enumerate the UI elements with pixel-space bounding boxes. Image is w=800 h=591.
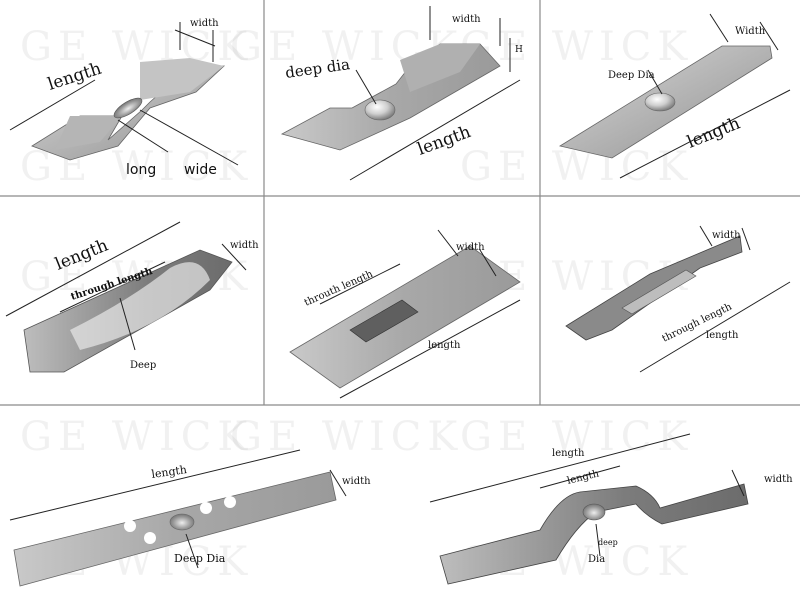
watermark-text: GE WICK xyxy=(460,414,693,460)
dimension-line xyxy=(119,297,136,351)
dimension-line xyxy=(221,243,247,271)
width-label: width xyxy=(712,230,741,241)
wick-strip xyxy=(439,483,749,585)
dimension-line xyxy=(595,523,601,557)
dome xyxy=(364,99,396,121)
width-label: width xyxy=(230,240,259,251)
deep-dia-label: Deep Dia xyxy=(608,70,655,81)
dimension-line xyxy=(355,69,377,105)
dimension-line xyxy=(539,465,621,489)
dimension-line xyxy=(709,13,729,43)
slot-channel xyxy=(621,269,697,315)
slot-channel xyxy=(349,299,419,343)
width-label: width xyxy=(452,14,481,25)
dimension-line xyxy=(479,249,497,277)
dimension-line xyxy=(759,21,779,51)
watermark-text: GE WICK xyxy=(20,24,253,70)
length-inner-label: length xyxy=(566,468,601,487)
dome xyxy=(644,92,676,112)
slot-groove xyxy=(113,97,143,119)
dia-label: Dia xyxy=(588,554,605,565)
dimension-line xyxy=(319,263,401,305)
dimension-line xyxy=(429,433,691,503)
dimension-line xyxy=(5,221,181,317)
panel-1: length width long wide xyxy=(9,18,239,178)
dimension-line xyxy=(699,225,713,247)
deep-label: Deep xyxy=(130,360,156,371)
dimension-line xyxy=(647,69,663,95)
dimension-line xyxy=(9,79,96,131)
dimension-line xyxy=(329,469,347,497)
width-label: width xyxy=(764,474,793,485)
width-label: Width xyxy=(735,26,766,37)
dimension-line xyxy=(339,299,521,399)
dimension-line xyxy=(349,79,521,181)
dimension-line xyxy=(619,89,791,179)
watermark-text: GE WICK xyxy=(460,24,693,70)
raised-step xyxy=(400,44,480,92)
length-label: length xyxy=(151,463,188,481)
dimension-line xyxy=(59,261,166,313)
width-label: width xyxy=(456,242,485,253)
deep-dia-label: Deep Dia xyxy=(174,552,226,565)
watermark-text: GE WICK xyxy=(230,414,463,460)
wick-strip xyxy=(13,471,337,587)
length-label: length xyxy=(428,340,461,351)
width-label: width xyxy=(190,18,219,29)
dimension-line xyxy=(437,229,459,257)
dimension-line xyxy=(117,119,169,153)
watermark-text: GE WICK xyxy=(460,144,693,190)
through-length-label: throuth length xyxy=(303,268,375,308)
dimension-line xyxy=(139,109,239,166)
length-outer-label: length xyxy=(552,448,585,459)
dimension-line xyxy=(741,227,751,251)
trough xyxy=(70,262,210,350)
wick-strip xyxy=(565,235,743,341)
grid-lines xyxy=(0,0,800,406)
strip-end xyxy=(55,116,122,150)
dimension-line xyxy=(185,533,199,569)
dimension-line xyxy=(639,281,791,373)
notch xyxy=(224,496,236,508)
height-label: H xyxy=(515,45,523,55)
length-label: length xyxy=(684,113,743,152)
watermark-text: GE WICK xyxy=(20,414,253,460)
dimple xyxy=(582,503,606,521)
length-label: length xyxy=(706,330,739,341)
long-label: long xyxy=(126,162,156,178)
wide-label: wide xyxy=(184,162,217,178)
notch xyxy=(124,520,136,532)
deep-label: deep xyxy=(598,538,618,547)
dimension-line xyxy=(731,469,745,497)
notch xyxy=(200,502,212,514)
notch xyxy=(144,532,156,544)
dimension-line xyxy=(174,29,216,47)
panel-7: length width Deep Dia xyxy=(9,449,371,587)
dimension-line xyxy=(9,449,301,521)
strip-end xyxy=(140,58,224,100)
dimple xyxy=(169,513,195,531)
width-label: width xyxy=(342,476,371,487)
